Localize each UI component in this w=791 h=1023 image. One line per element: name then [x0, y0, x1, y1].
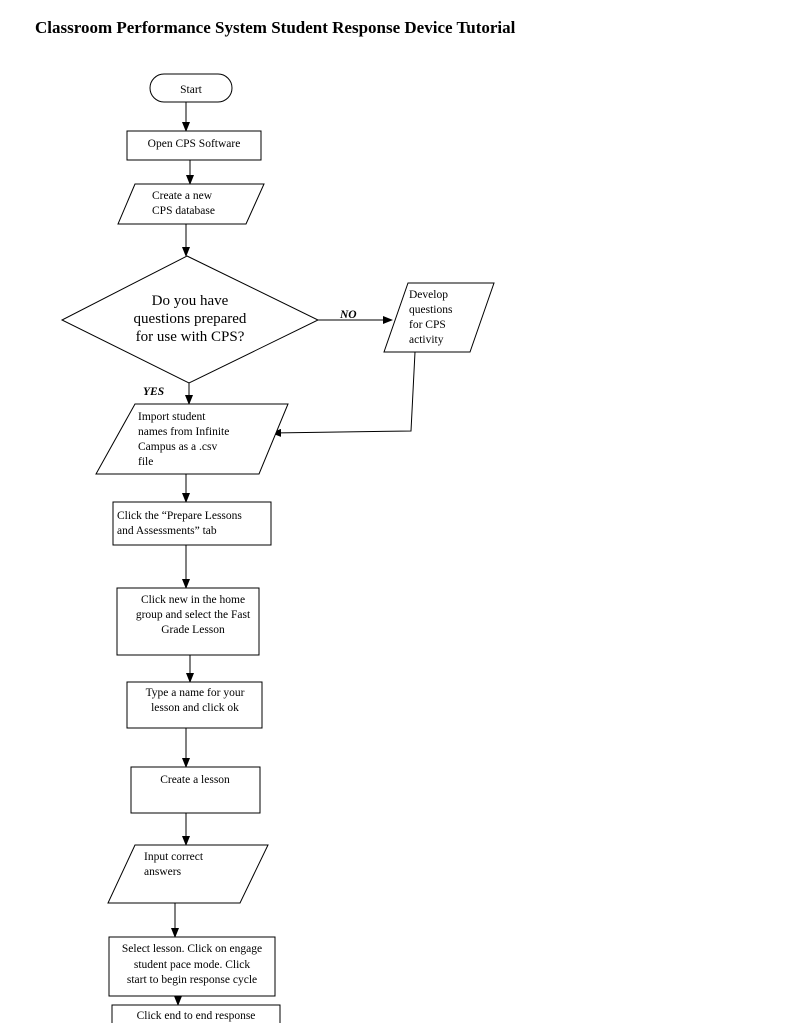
document-title: Classroom Performance System Student Res… [35, 18, 516, 37]
node-text: for use with CPS? [136, 329, 245, 345]
connectors [171, 102, 416, 1006]
node-text: questions [409, 304, 453, 316]
node-prepare-lessons-tab: Click the “Prepare Lessons and Assessmen… [112, 501, 272, 546]
node-develop-questions: Develop questions for CPS activity [383, 282, 495, 353]
node-text: questions prepared [134, 311, 247, 327]
node-name-lesson: Type a name for your lesson and click ok [126, 681, 263, 729]
node-decision-questions-prepared: Do you have questions prepared for use w… [60, 255, 320, 384]
node-text: Input correct [144, 851, 204, 863]
node-end-response: Click end to end response [111, 1004, 281, 1023]
node-text: Click end to end response [137, 1010, 256, 1022]
node-import-students: Import student names from Infinite Campu… [95, 403, 289, 475]
node-text: activity [409, 334, 444, 346]
node-text: CPS database [152, 205, 215, 217]
node-text: Open CPS Software [148, 138, 241, 150]
node-text: Start [180, 84, 203, 96]
node-text: for CPS [409, 319, 446, 331]
arrow-develop-to-import [271, 351, 416, 437]
node-input-answers: Input correct answers [107, 844, 269, 904]
node-create-database: Create a new CPS database [117, 183, 265, 225]
node-text: and Assessments” tab [117, 525, 217, 537]
node-select-lesson: Select lesson. Click on engage student p… [108, 936, 276, 997]
node-text: Create a new [152, 190, 213, 202]
node-text: names from Infinite [138, 426, 229, 438]
node-open-cps-software: Open CPS Software [126, 130, 262, 161]
node-text: Create a lesson [160, 774, 230, 786]
node-text: lesson and click ok [151, 702, 239, 714]
node-text: file [138, 456, 153, 468]
node-start: Start [149, 73, 233, 103]
node-text: Type a name for your [146, 687, 245, 699]
node-text: Click new in the home [141, 594, 245, 606]
node-text: Click the “Prepare Lessons [117, 510, 242, 522]
node-text: Import student [138, 411, 206, 423]
node-text: group and select the Fast [136, 609, 251, 621]
node-new-fast-grade-lesson: Click new in the home group and select t… [116, 587, 260, 656]
edge-label-no: NO [339, 309, 357, 321]
node-text: Campus as a .csv [138, 441, 217, 453]
node-text: Develop [409, 289, 448, 301]
node-text: Do you have [152, 293, 229, 309]
node-text: answers [144, 866, 182, 878]
edge-label-yes: YES [143, 386, 164, 398]
node-create-lesson: Create a lesson [130, 766, 261, 814]
node-text: Select lesson. Click on engage [122, 943, 262, 955]
node-text: Grade Lesson [161, 624, 225, 636]
node-text: student pace mode. Click [134, 959, 250, 971]
node-text: start to begin response cycle [127, 974, 257, 986]
